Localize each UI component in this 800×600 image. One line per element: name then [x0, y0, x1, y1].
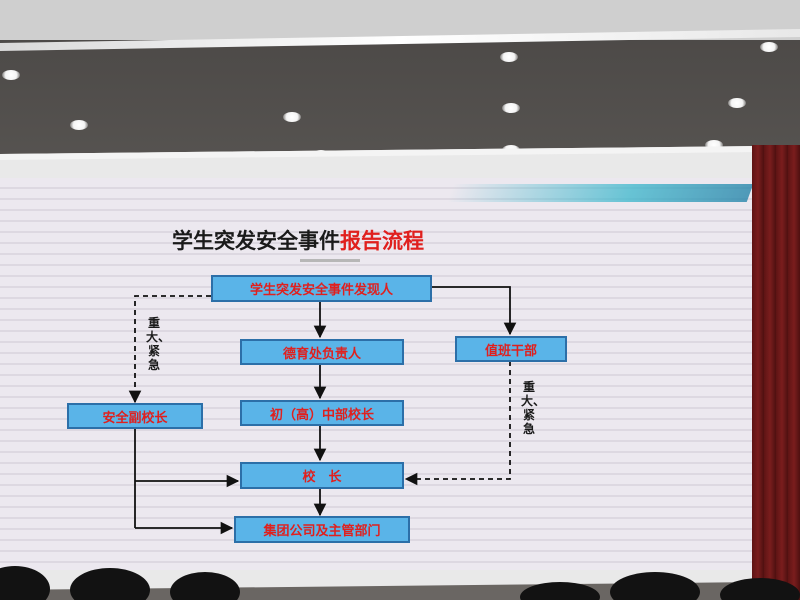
node-moral-education-head: 德育处负责人	[240, 339, 404, 365]
edge-label-right-major-urgent: 重大、紧急	[521, 380, 546, 436]
node-safety-vice-principal: 安全副校长	[67, 403, 203, 429]
node-discoverer: 学生突发安全事件发现人	[211, 275, 432, 302]
node-dept-principal: 初（高）中部校长	[240, 400, 404, 426]
node-principal: 校 长	[240, 462, 404, 489]
audience-head	[520, 582, 600, 600]
ceiling-light	[500, 52, 518, 62]
node-group-company: 集团公司及主管部门	[234, 516, 410, 543]
edge-label-left-major-urgent: 重大、紧急	[146, 316, 171, 372]
arrow-discoverer-to-vice-principal-dashed	[128, 295, 211, 404]
audience-head	[610, 572, 700, 600]
title-red-part: 报告流程	[340, 229, 424, 253]
audience-head	[170, 572, 240, 600]
node-duty-cadre: 值班干部	[455, 336, 567, 362]
audience-head	[70, 568, 150, 600]
arrow-discoverer-to-duty-cadre	[432, 286, 517, 336]
ceiling-light	[283, 112, 301, 122]
ceiling-light	[705, 140, 723, 150]
title-underline	[300, 259, 360, 262]
ceiling-light	[502, 103, 520, 113]
projection-screen	[0, 178, 760, 570]
ceiling-light	[728, 98, 746, 108]
title-black-part: 学生突发安全事件	[172, 229, 340, 253]
audience-heads	[0, 560, 800, 600]
red-curtain	[752, 145, 800, 600]
ceiling-light	[760, 42, 778, 52]
arrow-duty-cadre-to-principal-dashed	[404, 361, 511, 486]
diagram-title: 学生突发安全事件报告流程	[172, 225, 424, 255]
ceiling-light	[2, 70, 20, 80]
ceiling-light	[70, 120, 88, 130]
audience-head	[720, 578, 800, 600]
